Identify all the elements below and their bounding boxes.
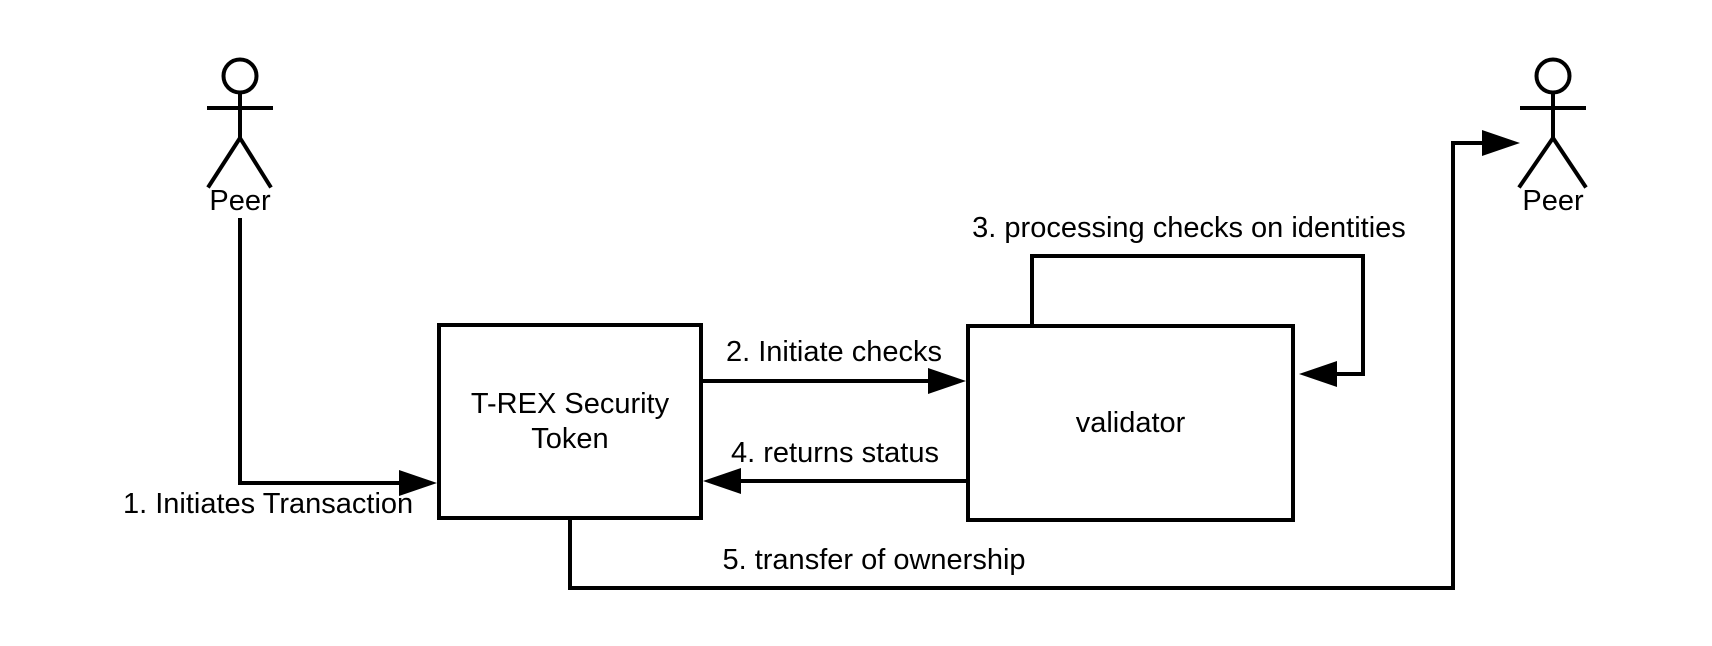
peer-right-label: Peer: [1522, 185, 1584, 217]
edge-2-label: 2. Initiate checks: [726, 336, 942, 368]
trex-token-label-line1: T-REX Security: [470, 387, 670, 420]
edge-3-arrowhead-icon: [1299, 361, 1337, 387]
edge-5-label: 5. transfer of ownership: [722, 544, 1026, 576]
edge-1-label: 1. Initiates Transaction: [123, 488, 414, 520]
trex-token-label-line2: Token: [531, 422, 609, 455]
edge-1-arrowhead-icon: [399, 470, 437, 496]
head-circle: [221, 57, 259, 95]
edge-4-arrowhead-icon: [703, 468, 741, 494]
peer-left-label: Peer: [209, 185, 271, 217]
edge-3-label: 3. processing checks on identities: [972, 212, 1406, 244]
edge-3-path: [1030, 254, 1365, 376]
right-leg-line: [1551, 136, 1588, 189]
left-leg-line: [206, 136, 242, 189]
head-circle: [1534, 57, 1572, 95]
edge-4-label: 4. returns status: [731, 437, 939, 469]
edge-2-arrowhead-icon: [928, 368, 966, 394]
node-validator: validator: [966, 324, 1295, 522]
stick-figure-peer-right-icon: [1517, 57, 1588, 189]
edge-5-path: [568, 141, 1483, 590]
node-trex-security-token: T-REX Security Token: [437, 323, 703, 520]
right-leg-line: [238, 136, 273, 189]
edge-1-path: [238, 218, 401, 485]
edge-5-arrowhead-icon: [1482, 130, 1520, 156]
validator-label: validator: [1075, 406, 1186, 439]
left-leg-line: [1517, 136, 1555, 189]
stick-figure-peer-left-icon: [206, 57, 273, 189]
